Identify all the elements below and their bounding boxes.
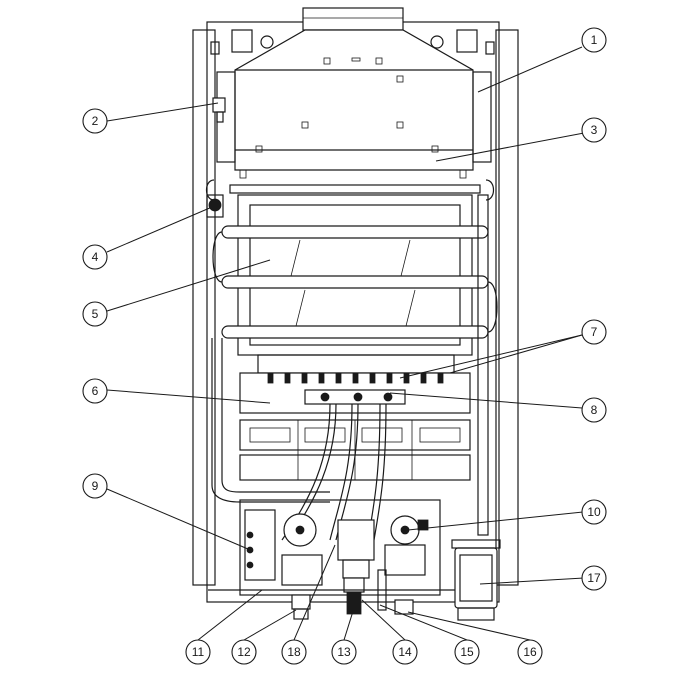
callout-label-5: 5 [92,307,99,321]
callout-1: 1 [581,27,607,53]
callout-10: 10 [581,499,607,525]
callout-label-16: 16 [523,645,537,659]
callout-9: 9 [82,473,108,499]
callout-14: 14 [392,639,418,665]
callout-leaders [106,46,585,641]
callout-17: 17 [581,565,607,591]
callout-label-12: 12 [237,645,251,659]
flue-hood [216,29,492,179]
callout-label-3: 3 [591,123,598,137]
callout-12: 12 [231,639,257,665]
callouts: 1 2 3 4 5 6 7 8 [82,27,607,665]
callout-6: 6 [82,378,108,404]
bottom-connectors [208,569,497,620]
callout-label-2: 2 [92,114,99,128]
callout-label-18: 18 [287,645,301,659]
callout-label-7: 7 [591,325,598,339]
heater-body [192,7,519,603]
callout-label-11: 11 [192,645,205,659]
callout-label-4: 4 [92,250,99,264]
callout-8: 8 [581,397,607,423]
callout-5: 5 [82,301,108,327]
callout-18: 18 [281,639,307,665]
callout-label-8: 8 [591,403,598,417]
callout-label-9: 9 [92,479,99,493]
callout-7: 7 [581,319,607,345]
callout-15: 15 [454,639,480,665]
callout-label-15: 15 [460,645,474,659]
callout-label-1: 1 [591,33,598,47]
callout-label-6: 6 [92,384,99,398]
callout-label-13: 13 [337,645,351,659]
burner-nozzles [267,372,444,384]
callout-label-17: 17 [587,571,601,585]
callout-13: 13 [331,639,357,665]
mounting-clip [212,97,226,123]
battery-box [451,539,501,621]
heat-exchanger [205,179,498,536]
valve-assembly [239,499,441,596]
callout-4: 4 [82,244,108,270]
callout-2: 2 [82,108,108,134]
overheat-sensor [206,194,224,218]
callout-3: 3 [581,117,607,143]
callout-label-10: 10 [587,505,601,519]
burner-assembly [239,354,471,481]
callout-11: 11 [185,639,211,665]
callout-16: 16 [517,639,543,665]
callout-label-14: 14 [398,645,412,659]
